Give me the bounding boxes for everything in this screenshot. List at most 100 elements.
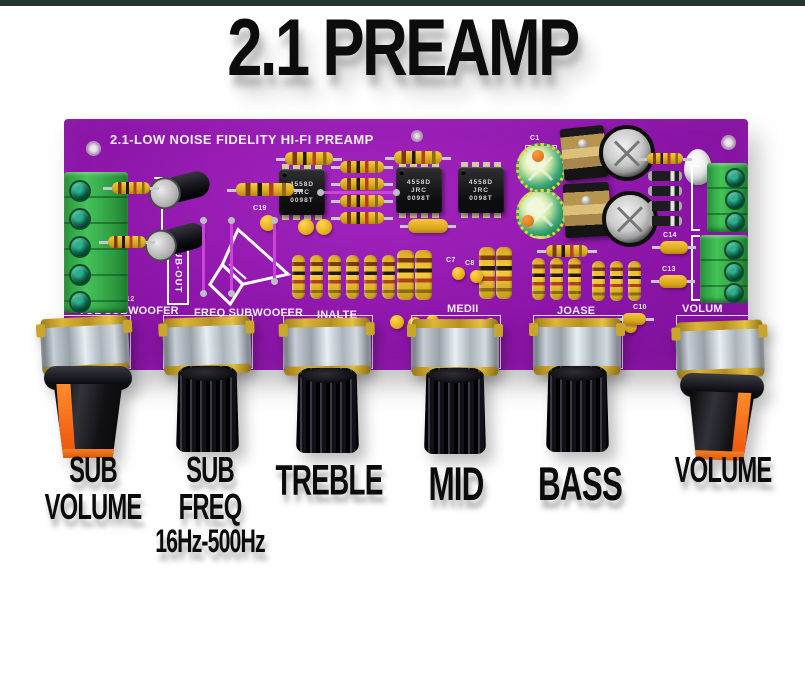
resistor xyxy=(103,182,159,194)
volume-knob xyxy=(678,372,765,462)
label-volume: VOLUME xyxy=(674,450,773,490)
filter-capacitor xyxy=(599,125,655,181)
filter-capacitor xyxy=(602,191,658,247)
terminal-screw xyxy=(725,168,745,188)
label-bass: BASS xyxy=(538,458,623,511)
green-capacitor xyxy=(516,189,566,239)
resistor xyxy=(397,250,414,300)
capacitor xyxy=(614,313,654,325)
resistor xyxy=(292,255,305,299)
potentiometer xyxy=(407,319,503,376)
silk-label-medii: MEDII xyxy=(447,303,479,315)
label-sub-freq-1: SUB xyxy=(186,450,235,490)
resistor xyxy=(331,212,393,224)
ref-c13: C13 xyxy=(662,266,676,273)
ceramic-capacitor xyxy=(298,219,314,235)
ref-c7: C7 xyxy=(446,257,456,264)
resistor xyxy=(382,255,395,299)
resistor xyxy=(227,183,303,196)
ref-c8: C8 xyxy=(465,260,475,267)
terminal-screw xyxy=(724,240,744,260)
resistor xyxy=(364,255,377,299)
terminal-screw xyxy=(724,262,744,282)
pcb-trace xyxy=(271,217,278,285)
sub-volume-knob xyxy=(44,366,132,458)
resistor xyxy=(328,255,341,299)
mounting-hole xyxy=(411,130,423,142)
resistor xyxy=(346,255,359,299)
sub-freq-knob xyxy=(176,366,239,452)
pcb-trace xyxy=(228,217,235,297)
mounting-hole xyxy=(86,141,101,156)
label-treble: TREBLE xyxy=(275,456,383,504)
resistor xyxy=(385,151,451,164)
label-sub-freq-2: FREQ xyxy=(178,487,243,527)
potentiometer xyxy=(671,319,768,380)
terminal-screw xyxy=(69,264,91,286)
mid-knob xyxy=(424,368,486,454)
diode xyxy=(648,216,682,226)
resistor xyxy=(415,250,432,300)
pcb-silkscreen-title: 2.1-LOW NOISE FIDELITY HI-FI PREAMP xyxy=(110,132,374,147)
resistor xyxy=(331,195,393,207)
tantalum-capacitor xyxy=(532,150,544,162)
diode xyxy=(648,186,682,196)
terminal-screw xyxy=(724,283,744,303)
mounting-hole xyxy=(721,135,736,150)
ref-c14: C14 xyxy=(663,232,677,239)
capacitor xyxy=(400,219,456,233)
diode xyxy=(648,171,682,181)
pcb-trace xyxy=(200,217,207,297)
resistor xyxy=(610,261,623,301)
resistor xyxy=(592,261,605,301)
diode xyxy=(648,201,682,211)
ceramic-capacitor xyxy=(316,219,332,235)
treble-knob xyxy=(296,368,359,453)
pcb-trace xyxy=(317,189,400,196)
label-sub-volume-1: SUB xyxy=(69,450,118,490)
resistor xyxy=(628,261,641,301)
power-terminal-block xyxy=(700,235,748,303)
resistor xyxy=(537,245,597,257)
ref-c1: C1 xyxy=(530,135,540,142)
resistor xyxy=(331,161,393,173)
potentiometer xyxy=(278,317,375,376)
terminal-screw xyxy=(69,208,91,230)
resistor xyxy=(479,247,495,299)
label-sub-freq-3: 16Hz-500Hz xyxy=(155,524,265,560)
ceramic-capacitor xyxy=(470,270,483,283)
silk-label-joase: JOASE xyxy=(557,305,596,317)
silk-bracket xyxy=(691,235,700,301)
capacitor xyxy=(652,241,696,254)
resistor xyxy=(568,258,581,300)
terminal-screw xyxy=(725,212,745,232)
bass-knob xyxy=(546,366,609,452)
terminal-screw xyxy=(725,190,745,210)
resistor xyxy=(638,153,692,164)
silk-label-volum: VOLUM xyxy=(682,303,723,315)
top-bar xyxy=(0,0,805,6)
resistor xyxy=(550,258,563,300)
capacitor xyxy=(651,275,695,288)
terminal-screw xyxy=(69,180,91,202)
label-sub-volume-2: VOLUME xyxy=(44,487,143,527)
resistor xyxy=(331,178,393,190)
resistor xyxy=(496,247,512,299)
label-mid: MID xyxy=(428,458,484,511)
input-terminal-block xyxy=(707,163,748,232)
knob-indicator xyxy=(56,384,76,458)
ref-c19: C19 xyxy=(253,205,267,212)
terminal-screw xyxy=(69,236,91,258)
resistor xyxy=(532,258,545,300)
product-title: 2.1 PREAMP xyxy=(227,3,580,93)
resistor xyxy=(276,152,342,165)
ceramic-capacitor xyxy=(452,267,465,280)
silk-bracket xyxy=(691,165,700,231)
resistor xyxy=(99,236,155,248)
